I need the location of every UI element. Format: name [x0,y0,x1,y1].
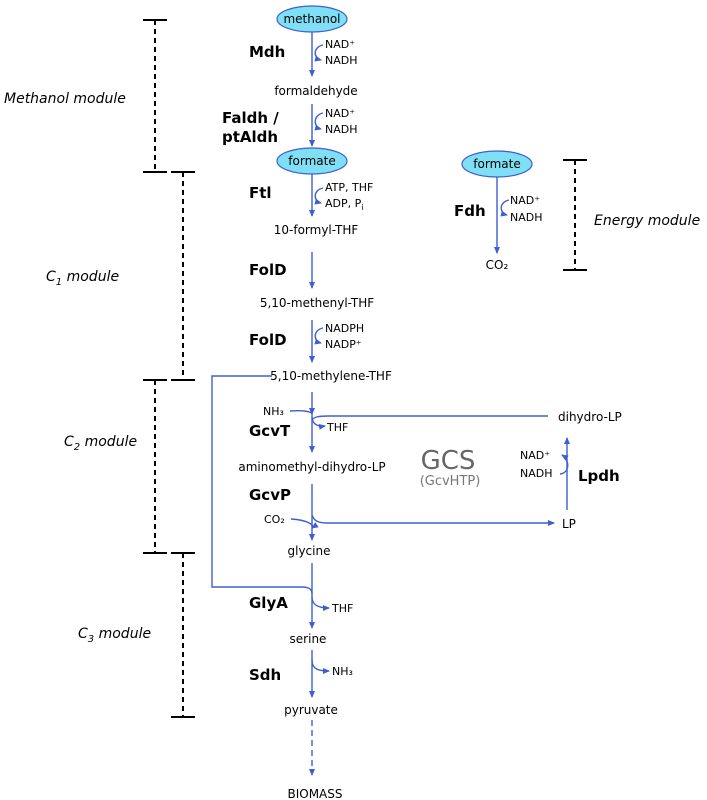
enzyme-fold-1: FolD [249,261,287,279]
cofactor-fold-in: NADPH [325,322,364,335]
node-formate-main-label: formate [288,154,335,168]
enzyme-lpdh: Lpdh [578,467,620,485]
enzyme-faldh-line2: ptAldh [222,128,278,146]
c3-module-bracket [171,552,195,718]
cofactor-curve-gcvt-thf [311,416,326,430]
line-gcvt-to-dihydrolp [311,415,548,421]
enzyme-gcvp: GcvP [249,486,291,504]
metabolite-methylene-thf: 5,10-methylene-THF [270,369,392,383]
cofactor-curve-fold [314,327,324,345]
metabolite-biomass: BIOMASS [287,787,342,800]
enzyme-faldh-line1: Faldh / [222,109,279,127]
cofactor-curve-sdh-nh3 [311,659,330,674]
metabolite-serine: serine [290,632,327,646]
node-methanol: methanol [276,5,348,33]
cofactor-sdh-out: NH₃ [332,665,353,678]
methanol-module-label: Methanol module [4,91,126,107]
arrow-gcvp-to-lp [311,514,555,526]
cofactor-curve-gcvt-nh3 [289,407,315,415]
enzyme-ftl: Ftl [249,184,272,202]
metabolite-methenyl-thf: 5,10-methenyl-THF [260,296,374,310]
metabolite-glycine: glycine [288,544,331,558]
node-formate-energy: formate [461,150,533,178]
metabolite-formaldehyde: formaldehyde [274,84,357,98]
energy-module-label: Energy module [594,213,700,229]
cofactor-faldh-in: NAD⁺ [325,107,355,120]
c2-module-label: C2 module [64,434,137,453]
cofactor-glya-out: THF [331,602,353,615]
cofactor-fdh-in: NAD⁺ [510,194,540,207]
cofactor-lpdh-out: NAD⁺ [520,449,550,462]
cofactor-curve-faldh [314,112,324,131]
c3-module-label: C3 module [78,626,151,645]
cofactor-ftl-out: ADP, Pi [325,197,364,212]
enzyme-gcvt: GcvT [249,422,291,440]
cofactor-lpdh-in: NADH [520,467,553,480]
cofactor-curve-gcvp-co2 [290,518,319,529]
cofactor-curve-mdh [314,44,324,62]
methanol-module-bracket [143,19,167,173]
metabolite-dihydro-lp: dihydro-LP [558,410,622,424]
enzyme-fdh: Fdh [454,202,486,220]
metabolite-formyl-thf: 10-formyl-THF [274,223,359,237]
gcs-title: GCS [421,446,476,476]
c1-module-label: C1 module [46,269,119,288]
metabolite-lp: LP [562,517,576,531]
cofactor-curve-fdh [500,199,510,217]
node-formate-main: formate [276,147,348,175]
cofactor-gcvp-in: CO₂ [264,513,285,526]
energy-module-bracket [563,159,587,271]
metabolite-pyruvate: pyruvate [284,703,338,717]
node-methanol-label: methanol [283,12,340,26]
cofactor-curve-ftl [314,187,324,205]
cofactor-gcvt-out: THF [326,421,348,434]
arrow-methylenethf-to-glya [211,375,313,595]
cofactor-gcvt-in: NH₃ [263,405,284,418]
c1-module-bracket [171,171,195,381]
node-formate-energy-label: formate [473,157,520,171]
cofactor-curve-glya-thf [311,596,330,611]
metabolite-co2-energy: CO₂ [486,258,509,272]
cofactor-mdh-in: NAD⁺ [325,38,355,51]
enzyme-sdh: Sdh [249,666,281,684]
enzyme-glya: GlyA [249,594,288,612]
enzyme-fold-2: FolD [249,331,287,349]
cofactor-ftl-in: ATP, THF [325,181,373,194]
cofactor-faldh-out: NADH [325,123,358,136]
cofactor-fold-out: NADP⁺ [325,338,362,351]
metabolite-aminomethyl-dihydro-lp: aminomethyl-dihydro-LP [238,460,385,474]
gcs-subtitle: (GcvHTP) [420,474,481,489]
cofactor-fdh-out: NADH [510,211,543,224]
c2-module-bracket [143,379,167,554]
enzyme-mdh: Mdh [249,43,285,61]
cofactor-curve-lpdh [559,454,569,475]
cofactor-mdh-out: NADH [325,54,358,67]
